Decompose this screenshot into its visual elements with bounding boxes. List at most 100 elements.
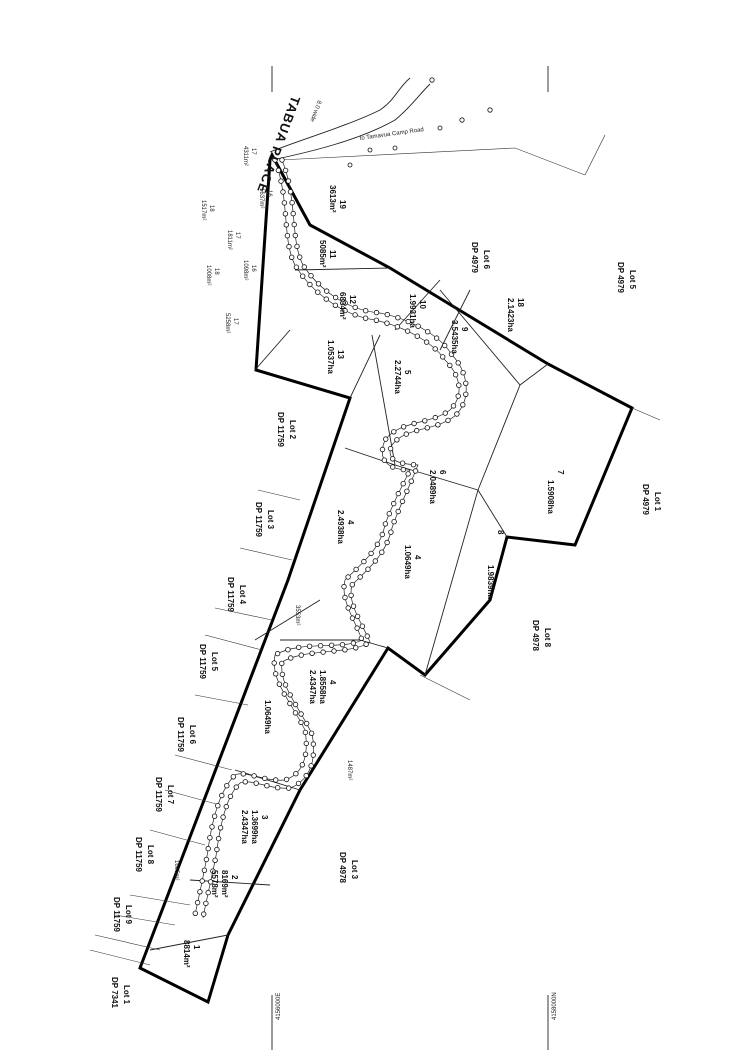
track-node xyxy=(348,592,354,599)
lot-14-area: 6834m² xyxy=(338,292,347,320)
track-node xyxy=(352,312,358,318)
track-node xyxy=(404,488,410,494)
track-node xyxy=(201,867,208,873)
small-lot-area: 1008m² xyxy=(205,265,211,285)
track-node xyxy=(352,304,358,311)
track-node xyxy=(242,779,248,785)
track-node xyxy=(408,478,414,484)
track-node xyxy=(345,605,351,611)
track-node xyxy=(289,254,295,260)
track-nodes xyxy=(192,157,469,917)
track-node xyxy=(300,273,306,279)
neighbour-dp: DP 11759 xyxy=(226,577,235,613)
neighbour-dp: DP 11759 xyxy=(176,717,185,753)
track-node xyxy=(310,752,316,758)
lot-5-area: 1.0649ha xyxy=(403,545,412,579)
track-node xyxy=(210,868,216,874)
track-node xyxy=(273,671,279,677)
lot-4-area-b: 2.4347ha xyxy=(308,670,317,704)
track-node xyxy=(353,645,359,651)
track-node xyxy=(460,370,466,376)
track-node xyxy=(440,354,446,360)
small-lot-label: 16 xyxy=(250,265,256,272)
track-node xyxy=(296,644,302,651)
track-node xyxy=(455,360,461,366)
track-node xyxy=(320,649,326,655)
neighbour-dp: DP 4978 xyxy=(531,620,540,652)
track-node xyxy=(199,878,205,884)
track-node xyxy=(315,281,322,287)
neighbour-lot: Lot 6 xyxy=(482,250,491,270)
track-node xyxy=(299,762,305,768)
track-node xyxy=(286,785,292,791)
neighbour-dp: DP 11759 xyxy=(276,412,285,448)
road-note: to Tamavua Camp Road xyxy=(359,127,424,142)
track-node xyxy=(328,642,335,648)
track-node xyxy=(301,264,307,270)
lot-15-area: 1.0537ha xyxy=(326,340,335,374)
track-node xyxy=(423,339,430,345)
track-node xyxy=(414,427,420,434)
neighbour-lot: Lot 1 xyxy=(122,985,131,1005)
track-node xyxy=(264,783,270,789)
lot-18-area: 2.1423ha xyxy=(506,298,515,332)
lot-12-label: 10 xyxy=(418,300,427,309)
track-node xyxy=(291,221,297,228)
track-node xyxy=(339,642,346,648)
track-node xyxy=(223,803,229,810)
track-node xyxy=(342,307,348,314)
track-node xyxy=(400,481,406,487)
track-node xyxy=(298,652,304,658)
track-node xyxy=(274,650,281,657)
track-node xyxy=(345,574,351,580)
track-node xyxy=(365,566,371,572)
grid-tick-left: 4156000E xyxy=(276,993,282,1020)
small-lot-label: 17 xyxy=(234,232,240,239)
neighbour-dp: DP 4979 xyxy=(616,262,625,294)
track-node xyxy=(197,889,203,895)
small-lot-label: 18 xyxy=(213,268,219,275)
track-node xyxy=(405,318,411,325)
track-node xyxy=(342,300,348,306)
track-node xyxy=(306,643,313,649)
small-lot-labels: 17 4311m² 16 1637m² 18 1517m² 17 1811m² … xyxy=(200,146,272,333)
track-node xyxy=(283,222,289,228)
track-node xyxy=(412,468,419,474)
track-node xyxy=(240,771,246,777)
track-node xyxy=(262,775,268,782)
track-node xyxy=(463,380,469,386)
track-node xyxy=(271,660,277,666)
track-node xyxy=(395,315,401,321)
small-lot-label: 17 xyxy=(232,318,238,325)
track-node xyxy=(448,351,455,357)
track-node xyxy=(324,288,330,294)
track-node xyxy=(292,232,298,239)
access-track xyxy=(194,159,467,919)
track-node xyxy=(233,784,239,790)
track-node xyxy=(332,302,339,308)
track-node xyxy=(286,243,292,250)
track-node xyxy=(349,582,355,588)
track-node xyxy=(281,691,287,697)
internal-lot-lines xyxy=(149,267,549,951)
lot-15-label: 13 xyxy=(336,350,345,359)
track-node xyxy=(323,296,329,302)
track-node xyxy=(384,320,390,326)
track-node xyxy=(435,422,441,428)
track-node xyxy=(363,308,369,314)
track-node xyxy=(282,167,289,174)
track-node xyxy=(395,508,401,515)
track-node xyxy=(391,519,397,525)
lot-19-area: 3613m² xyxy=(328,185,337,213)
track-node xyxy=(209,824,215,830)
track-node xyxy=(372,558,378,564)
neighbour-lot: Lot 3 xyxy=(266,510,275,530)
lot-2-area-b: 5578m² xyxy=(210,870,219,898)
track-node xyxy=(310,741,317,747)
track-node xyxy=(287,692,293,698)
neighbour-dp: DP 11759 xyxy=(112,897,121,933)
track-node xyxy=(290,210,296,217)
track-node xyxy=(373,317,380,323)
misc-area: 3553m² xyxy=(294,605,300,625)
lot-10-area: 1.9839ha xyxy=(486,565,495,599)
